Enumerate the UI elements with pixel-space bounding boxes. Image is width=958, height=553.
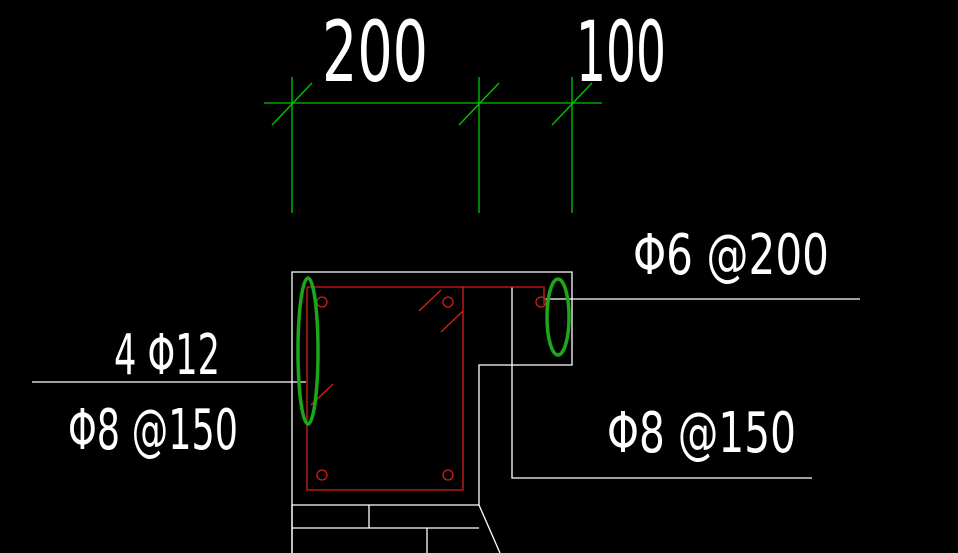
rebar-dot-top-right [442,296,454,308]
rebar-layer [306,286,547,491]
break-line-right [478,504,501,553]
highlight-marks [296,276,571,426]
highlight-ellipse-right [545,277,571,357]
rebar-dot-tie [535,296,547,308]
rebar-dot-bottom-left [316,469,328,481]
stirrup-hook-2 [440,310,464,333]
tick-mark-right [551,82,593,126]
stirrup-hook-1 [418,289,442,312]
tick-mark-left [271,82,313,126]
stirrup-outline [306,286,545,491]
dimension-text-100: 100 [576,3,666,101]
section-outline-profile [291,271,573,553]
leader-line-bottom-right [511,287,812,479]
highlight-ellipse-left [296,276,320,426]
dimension-lines [264,77,602,213]
tick-mark-middle [458,82,500,126]
section-outline [291,271,573,553]
leader-lines [32,287,860,479]
annotation-stirrup-left: Φ8 @150 [68,398,238,463]
rebar-dot-bottom-right [442,469,454,481]
annotation-main-bars: 4 Φ12 [114,323,220,388]
annotation-tie-top-right: Φ6 @200 [633,223,829,288]
annotation-stirrup-right: Φ8 @150 [607,401,796,466]
dimension-text-200: 200 [322,3,428,101]
rebar-dot-top-left [316,296,328,308]
